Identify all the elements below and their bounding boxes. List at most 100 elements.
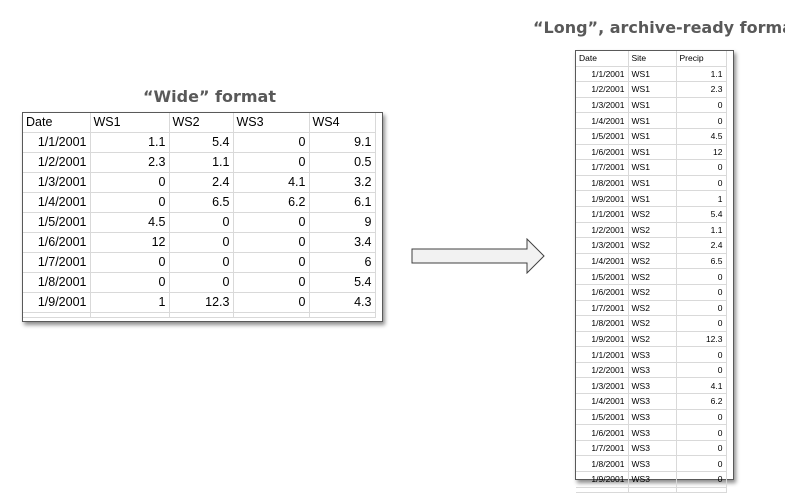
wide-cell: 4.3 bbox=[309, 292, 376, 313]
wide-cell: 6.2 bbox=[233, 192, 310, 213]
long-cell: 0 bbox=[676, 175, 727, 192]
long-cell: WS2 bbox=[628, 315, 677, 332]
wide-column-header: WS4 bbox=[309, 113, 376, 133]
wide-cell: 6.5 bbox=[169, 192, 234, 213]
long-cell: WS1 bbox=[628, 97, 677, 114]
long-cell: WS3 bbox=[628, 409, 677, 426]
wide-cell: 0 bbox=[169, 212, 234, 233]
wide-cell: 4.5 bbox=[90, 212, 170, 233]
long-cell: 6.5 bbox=[676, 253, 727, 270]
wide-cell: 0 bbox=[233, 272, 310, 293]
long-cell: 1/1/2001 bbox=[576, 66, 629, 83]
long-cell: 1/9/2001 bbox=[576, 190, 629, 207]
wide-empty-cell bbox=[169, 312, 234, 318]
wide-cell: 9.1 bbox=[309, 132, 376, 153]
wide-cell: 1/8/2001 bbox=[23, 272, 91, 293]
long-cell: 0 bbox=[676, 112, 727, 129]
long-cell: WS1 bbox=[628, 66, 677, 83]
long-column-header: Date bbox=[576, 51, 629, 67]
long-cell: WS2 bbox=[628, 206, 677, 223]
wide-empty-cell bbox=[233, 312, 310, 318]
wide-cell: 12 bbox=[90, 232, 170, 253]
long-cell: 1/5/2001 bbox=[576, 268, 629, 285]
long-cell: 1/6/2001 bbox=[576, 144, 629, 161]
long-cell: 12.3 bbox=[676, 331, 727, 348]
long-cell: WS2 bbox=[628, 253, 677, 270]
long-cell: 1/9/2001 bbox=[576, 471, 629, 488]
long-cell: WS3 bbox=[628, 455, 677, 473]
wide-cell: 0 bbox=[233, 292, 310, 313]
wide-column-header: Date bbox=[23, 113, 91, 133]
long-cell: 0 bbox=[676, 159, 727, 176]
long-cell: 1 bbox=[676, 190, 727, 207]
wide-cell: 1/4/2001 bbox=[23, 192, 91, 213]
wide-cell: 9 bbox=[309, 212, 376, 233]
wide-cell: 2.4 bbox=[169, 172, 234, 193]
long-cell: WS3 bbox=[628, 362, 677, 379]
long-cell: 1/7/2001 bbox=[576, 440, 629, 457]
wide-cell: 4.1 bbox=[233, 172, 310, 193]
long-cell: 0 bbox=[676, 284, 727, 301]
long-cell: 1/2/2001 bbox=[576, 362, 629, 379]
long-cell: 0 bbox=[676, 424, 727, 441]
long-cell: 1/1/2001 bbox=[576, 206, 629, 223]
wide-cell: 0 bbox=[169, 232, 234, 253]
long-cell: 1/7/2001 bbox=[576, 300, 629, 317]
long-cell: 0 bbox=[676, 346, 727, 363]
long-format-heading: “Long”, archive-ready format bbox=[533, 18, 785, 37]
long-cell: 2.3 bbox=[676, 81, 727, 98]
wide-cell: 1/1/2001 bbox=[23, 132, 91, 153]
wide-cell: 1/6/2001 bbox=[23, 232, 91, 253]
wide-cell: 0 bbox=[169, 272, 234, 293]
long-cell: WS2 bbox=[628, 300, 677, 317]
long-cell: WS3 bbox=[628, 377, 677, 395]
long-cell: 1/2/2001 bbox=[576, 81, 629, 98]
wide-empty-cell bbox=[309, 312, 376, 318]
long-cell: WS2 bbox=[628, 222, 677, 239]
wide-cell: 6.1 bbox=[309, 192, 376, 213]
long-cell: 0 bbox=[676, 440, 727, 457]
wide-cell: 1 bbox=[90, 292, 170, 313]
wide-column-header: WS2 bbox=[169, 113, 234, 133]
long-cell: 0 bbox=[676, 362, 727, 379]
long-empty-row bbox=[576, 487, 727, 493]
long-cell: 1/3/2001 bbox=[576, 377, 629, 395]
long-cell: 1/8/2001 bbox=[576, 315, 629, 332]
long-cell: WS1 bbox=[628, 144, 677, 161]
long-cell: 1/5/2001 bbox=[576, 409, 629, 426]
long-cell: WS2 bbox=[628, 284, 677, 301]
long-cell: WS1 bbox=[628, 159, 677, 176]
wide-cell: 1.1 bbox=[169, 152, 234, 173]
long-cell: WS1 bbox=[628, 81, 677, 98]
long-cell: 0 bbox=[676, 455, 727, 473]
long-cell: 1/4/2001 bbox=[576, 253, 629, 270]
long-empty-cell bbox=[628, 487, 677, 493]
long-cell: WS2 bbox=[628, 331, 677, 348]
wide-cell: 2.3 bbox=[90, 152, 170, 173]
long-cell: 1/8/2001 bbox=[576, 455, 629, 473]
long-cell: 1.1 bbox=[676, 66, 727, 83]
long-empty-cell bbox=[676, 487, 727, 493]
wide-cell: 0 bbox=[233, 152, 310, 173]
long-cell: WS3 bbox=[628, 393, 677, 410]
long-cell: 1/3/2001 bbox=[576, 97, 629, 114]
long-cell: 0 bbox=[676, 471, 727, 488]
wide-empty-cell bbox=[90, 312, 170, 318]
